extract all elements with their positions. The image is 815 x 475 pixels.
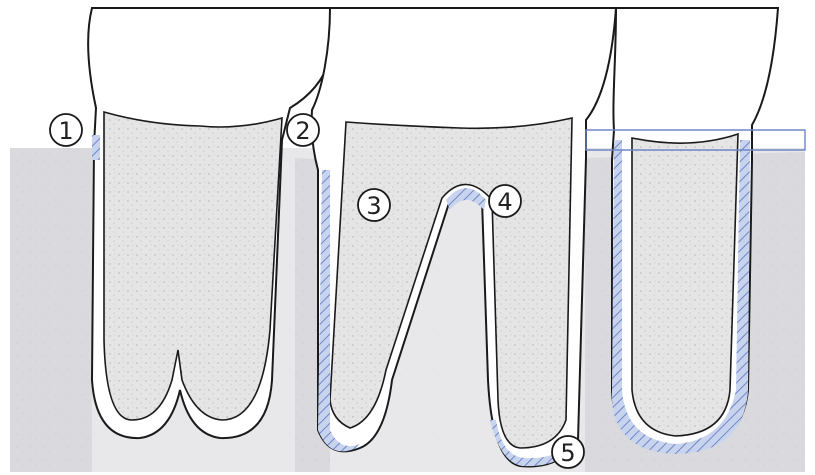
tooth-1-pulp [104, 112, 282, 420]
marker-3: 3 [358, 189, 390, 221]
marker-5: 5 [552, 436, 584, 468]
marker-1-label: 1 [58, 117, 73, 145]
marker-2-label: 2 [295, 117, 310, 145]
marker-3-label: 3 [366, 192, 381, 220]
marker-4-label: 4 [497, 188, 512, 216]
marker-1: 1 [50, 114, 82, 146]
tooth-3-pulp [632, 134, 738, 436]
tooth-1-ligament [92, 135, 100, 160]
marker-4: 4 [489, 185, 521, 217]
marker-5-label: 5 [560, 439, 575, 467]
marker-2: 2 [287, 114, 319, 146]
